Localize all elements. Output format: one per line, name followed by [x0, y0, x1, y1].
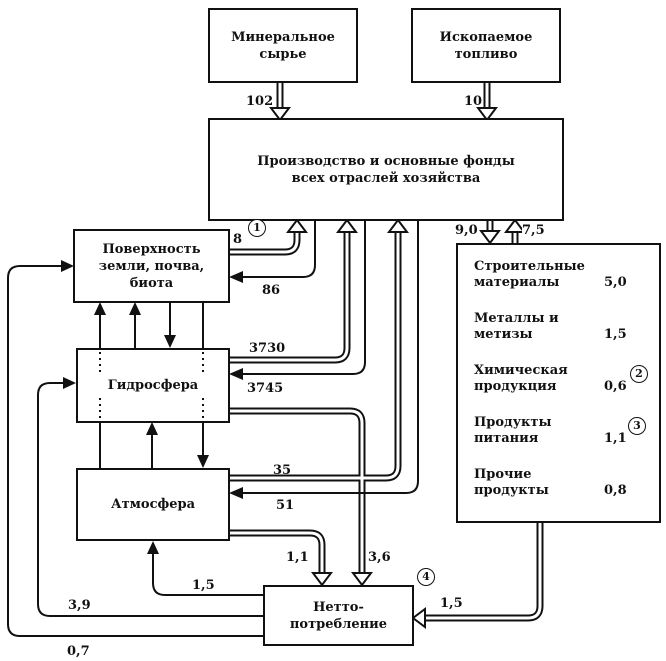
box-label: Минеральное сырье [231, 29, 335, 62]
flow-label: 1,1 [286, 550, 309, 565]
box-label: Производство и основные фонды всех отрас… [257, 153, 515, 186]
product-value: 0,6 [604, 379, 627, 394]
product-name: Продукты питания [474, 415, 552, 446]
flow-label: 86 [262, 283, 280, 298]
arrowhead-icon [269, 107, 291, 122]
product-item: Металлы и метизы 1,5 [474, 311, 659, 363]
flow-label: 3730 [249, 341, 285, 356]
product-item: Прочие продукты 0,8 [474, 467, 659, 519]
box-label: Гидросфера [103, 377, 203, 394]
box-production: Производство и основные фонды всех отрас… [208, 118, 564, 221]
product-name: Металлы и метизы [474, 311, 559, 342]
hollow-arrowheads [269, 107, 526, 629]
product-name: Химическая продукция [474, 363, 568, 394]
box-mineral-raw: Минеральное сырье [208, 8, 358, 83]
box-surface: Поверхность земли, почва, биота [73, 229, 230, 303]
arrowhead-icon [479, 230, 501, 245]
flow-label: 35 [273, 463, 291, 478]
flow-label: 7,5 [522, 223, 545, 238]
box-label: Ископаемое топливо [439, 29, 533, 62]
arrowhead-icon [311, 572, 333, 587]
flow-label: 3,9 [68, 598, 91, 613]
marker-circle: 1 [248, 219, 266, 237]
marker-circle: 4 [417, 568, 435, 586]
flow-labels: 102 10 8 86 3730 3745 35 51 3,6 1,1 1,5 … [67, 94, 482, 659]
box-net-consumption: Нетто-потребление [263, 585, 414, 646]
flow-label: 0,7 [67, 644, 90, 659]
box-label: Нетто-потребление [289, 599, 388, 632]
arrowhead-icon [286, 218, 308, 233]
solid-arrowheads [61, 260, 243, 554]
product-value: 0,8 [604, 483, 627, 498]
box-atmosphere: Атмосфера [76, 468, 230, 541]
product-value: 1,1 [604, 431, 627, 446]
product-item: Строительные материалы 5,0 [474, 259, 659, 311]
product-value: 5,0 [604, 275, 627, 290]
flow-label: 1,5 [440, 596, 463, 611]
box-label: Атмосфера [110, 497, 196, 512]
flow-label: 10 [464, 94, 482, 109]
flow-label: 9,0 [455, 223, 478, 238]
flow-label: 3745 [247, 381, 283, 396]
single-flow-lines [7, 220, 419, 637]
flow-label: 51 [276, 498, 294, 513]
arrowhead-icon [351, 572, 373, 587]
arrowhead-icon [336, 218, 358, 233]
flow-label: 102 [246, 94, 273, 109]
box-fossil-fuel: Ископаемое топливо [411, 8, 561, 83]
box-label: Поверхность земли, почва, биота [98, 241, 205, 291]
product-name: Строительные материалы [474, 259, 585, 290]
box-hydrosphere: Гидросфера [76, 348, 230, 423]
arrowhead-icon [504, 218, 526, 233]
flow-label: 8 [233, 232, 242, 247]
arrowhead-icon [476, 107, 498, 122]
marker-circle: 2 [630, 365, 648, 383]
arrowhead-icon [411, 607, 426, 629]
marker-circle: 3 [628, 417, 646, 435]
hydrosphere-dotted-lines [99, 352, 204, 420]
flow-label: 1,5 [192, 578, 215, 593]
product-value: 1,5 [604, 327, 627, 342]
arrowhead-icon [387, 218, 409, 233]
products-box: Строительные материалы 5,0 Металлы и мети… [456, 243, 661, 523]
flow-label: 3,6 [368, 550, 391, 565]
product-name: Прочие продукты [474, 467, 549, 498]
